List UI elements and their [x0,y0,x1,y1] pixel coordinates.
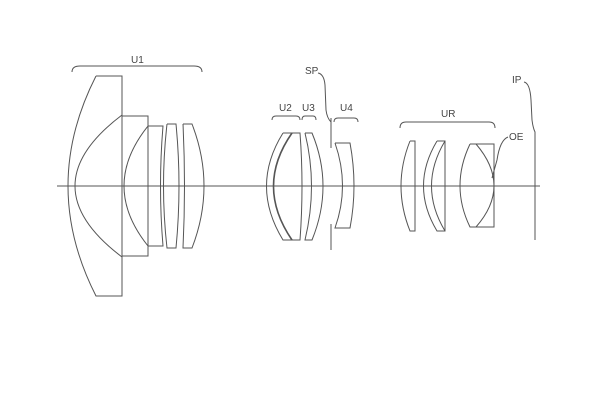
lens-surface [475,143,495,228]
label-u4: U4 [340,103,353,114]
brace-u1 [71,65,203,73]
lens-surface [431,140,446,232]
lens-element [122,115,149,257]
lens-element [266,132,303,241]
lens-element [459,143,495,228]
lens-surface [272,132,293,241]
lens-unit-u3 [301,115,324,241]
label-u2: U2 [279,103,292,114]
leader-oe [491,136,509,179]
lens-element [304,132,324,241]
label-oe: OE [509,132,524,143]
aperture-stop-sp [317,72,332,250]
brace-u3 [301,115,317,121]
lens-unit-u4 [333,117,359,229]
lens-element [182,123,205,249]
lens-surface [74,114,123,258]
lens-element [163,123,180,249]
image-plane-ip [523,81,536,240]
label-sp: SP [305,66,319,77]
lens-surface [123,125,149,247]
leader-sp [317,72,332,123]
lens-element [67,75,123,297]
lens-unit-u2 [266,115,303,241]
label-ur: UR [441,109,455,120]
label-ip: IP [512,75,522,86]
label-u3: U3 [302,103,315,114]
lens-element [334,142,355,229]
lens-unit-ur [399,121,509,232]
lens-unit-u1 [67,65,205,297]
brace-u4 [333,117,359,123]
image-plane-line [523,81,536,240]
brace-u2 [271,115,301,121]
brace-ur [399,121,496,129]
lens-element [148,125,164,247]
label-u1: U1 [131,55,144,66]
lens-element [400,140,416,232]
lens-element [423,140,446,232]
